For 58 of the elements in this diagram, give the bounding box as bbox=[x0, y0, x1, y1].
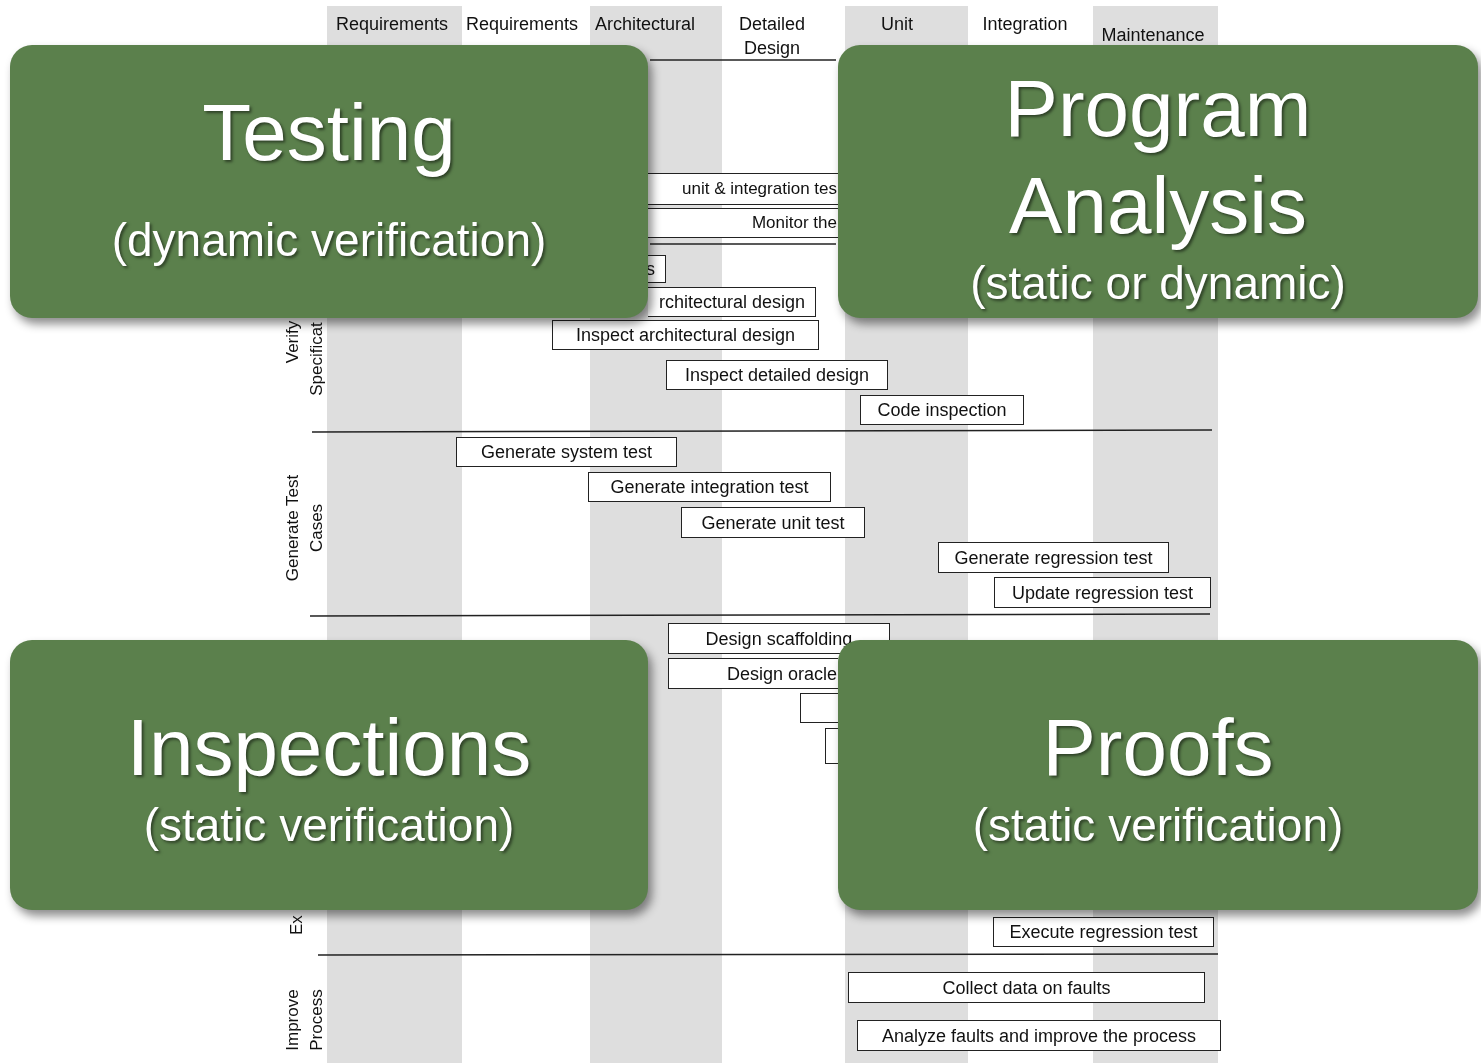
column-header: Requirements bbox=[464, 13, 580, 36]
activity-box bbox=[456, 437, 677, 467]
activity-box bbox=[666, 360, 888, 390]
activity-label: Generate unit test bbox=[701, 511, 845, 535]
column-header: Architectural bbox=[593, 13, 696, 36]
activity-label: rchitectural design bbox=[658, 291, 805, 314]
activity-label: Design oracle bbox=[726, 662, 837, 686]
card-title: Proofs bbox=[1042, 702, 1274, 794]
activity-box bbox=[938, 542, 1169, 573]
activity-label: Analyze faults and improve the process bbox=[881, 1024, 1197, 1048]
column-header: Detailed Design bbox=[737, 13, 806, 60]
activity-box bbox=[648, 287, 816, 317]
activity-box bbox=[860, 395, 1024, 425]
column-header: Integration bbox=[981, 13, 1069, 36]
activity-label: Inspect detailed design bbox=[684, 364, 870, 387]
title-card bbox=[10, 640, 648, 910]
activity-box bbox=[681, 507, 865, 538]
row-label: Specificat bbox=[306, 321, 327, 398]
row-label: Verify bbox=[282, 319, 303, 366]
card-title: Inspections bbox=[126, 702, 532, 794]
activity-label: unit & integration tes bbox=[682, 178, 837, 200]
row-label: Ex bbox=[286, 917, 307, 935]
activity-box bbox=[825, 728, 838, 764]
activity-label: Generate integration test bbox=[610, 476, 809, 499]
activity-box bbox=[668, 658, 838, 689]
card-subtitle: (static verification) bbox=[143, 798, 515, 853]
activity-box bbox=[668, 623, 890, 654]
card-subtitle: (static verification) bbox=[972, 798, 1344, 853]
activity-label: Update regression test bbox=[1011, 581, 1194, 605]
row-label: Generate Test Cases bbox=[282, 473, 327, 584]
activity-label: Inspect architectural design bbox=[575, 324, 796, 347]
column-header: Requirements bbox=[334, 13, 450, 36]
activity-label: Monitor the bbox=[751, 212, 837, 234]
activity-label: Design scaffolding bbox=[705, 627, 853, 651]
activity-box bbox=[993, 917, 1214, 947]
title-card bbox=[838, 45, 1478, 318]
activity-label: Generate system test bbox=[480, 441, 653, 464]
column-header: Maintenance bbox=[1100, 24, 1206, 47]
activity-box bbox=[588, 472, 831, 502]
card-subtitle: (dynamic verification) bbox=[111, 213, 547, 268]
title-card bbox=[10, 45, 648, 318]
activity-box bbox=[800, 693, 838, 723]
row-label: Improve Process bbox=[282, 988, 327, 1053]
activity-label: Collect data on faults bbox=[942, 976, 1111, 1000]
card-title: Testing bbox=[202, 87, 456, 179]
activity-box bbox=[552, 320, 819, 350]
card-subtitle: (static or dynamic) bbox=[970, 256, 1346, 311]
activity-box bbox=[648, 208, 838, 238]
card-title: Program Analysis bbox=[1003, 62, 1313, 252]
activity-box bbox=[648, 173, 838, 205]
activity-box bbox=[848, 972, 1205, 1003]
activity-label: Code inspection bbox=[877, 399, 1007, 422]
activity-label: Generate regression test bbox=[954, 546, 1153, 570]
column-header: Unit bbox=[880, 13, 914, 36]
activity-label: Execute regression test bbox=[1009, 921, 1198, 944]
activity-box bbox=[857, 1020, 1221, 1051]
activity-box bbox=[994, 577, 1211, 608]
activity-box bbox=[648, 255, 666, 283]
